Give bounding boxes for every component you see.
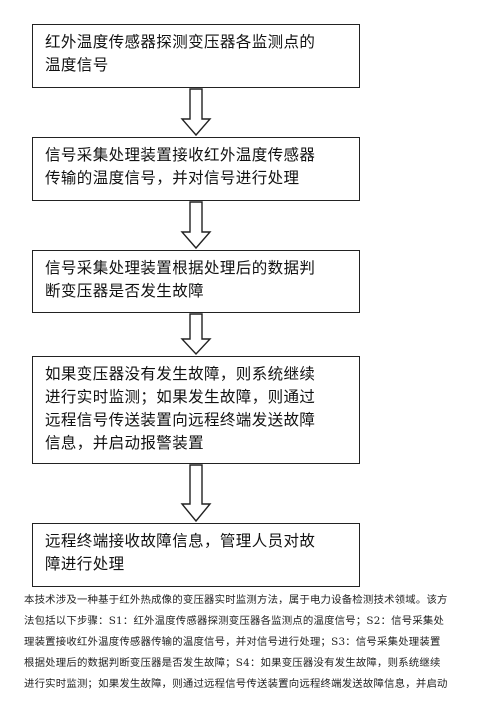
step-1-line-1: 红外温度传感器探测变压器各监测点的 xyxy=(45,33,316,51)
flow-arrow-4 xyxy=(180,464,212,523)
step-4-line-4: 信息，并启动报警装置 xyxy=(45,434,205,452)
flow-arrow-2 xyxy=(180,201,212,250)
abstract-line-3: 理装置接收红外温度传感器传输的温度信号，并对信号进行处理；S3：信号采集处理装置 xyxy=(24,636,441,648)
step-5-line-1: 远程终端接收故障信息，管理人员对故 xyxy=(45,532,316,550)
flow-arrow-1 xyxy=(180,88,212,137)
step-4-line-3: 远程信号传送装置向远程终端发送故障 xyxy=(45,411,316,429)
abstract-text: 本技术涉及一种基于红外热成像的变压器实时监测方法，属于电力设备检测技术领域。该方… xyxy=(24,590,496,695)
abstract-line-2: 法包括以下步骤：S1：红外温度传感器探测变压器各监测点的温度信号；S2：信号采集… xyxy=(24,615,445,627)
abstract-line-5: 进行实时监测；如果发生故障，则通过远程信号传送装置向远程终端发送故障信息，并启动 xyxy=(24,678,448,690)
step-5-line-2: 障进行处理 xyxy=(45,555,125,573)
step-3-line-1: 信号采集处理装置根据处理后的数据判 xyxy=(45,259,316,277)
step-4-line-2: 进行实时监测；如果发生故障，则通过 xyxy=(45,388,316,406)
flow-step-1: 红外温度传感器探测变压器各监测点的 温度信号 xyxy=(32,24,360,88)
step-3-line-2: 断变压器是否发生故障 xyxy=(45,282,205,300)
step-2-line-2: 传输的温度信号，并对信号进行处理 xyxy=(45,169,300,187)
flow-step-3: 信号采集处理装置根据处理后的数据判 断变压器是否发生故障 xyxy=(32,250,360,313)
flow-step-4: 如果变压器没有发生故障，则系统继续 进行实时监测；如果发生故障，则通过 远程信号… xyxy=(32,356,360,464)
flow-step-5: 远程终端接收故障信息，管理人员对故 障进行处理 xyxy=(32,523,360,587)
flow-step-2: 信号采集处理装置接收红外温度传感器 传输的温度信号，并对信号进行处理 xyxy=(32,137,360,201)
abstract-line-1: 本技术涉及一种基于红外热成像的变压器实时监测方法，属于电力设备检测技术领域。该方 xyxy=(24,594,448,606)
step-2-line-1: 信号采集处理装置接收红外温度传感器 xyxy=(45,146,316,164)
flow-arrow-3 xyxy=(180,313,212,356)
abstract-line-4: 根据处理后的数据判断变压器是否发生故障；S4：如果变压器没有发生故障，则系统继续 xyxy=(24,657,441,669)
step-1-line-2: 温度信号 xyxy=(45,56,109,74)
step-4-line-1: 如果变压器没有发生故障，则系统继续 xyxy=(45,365,316,383)
